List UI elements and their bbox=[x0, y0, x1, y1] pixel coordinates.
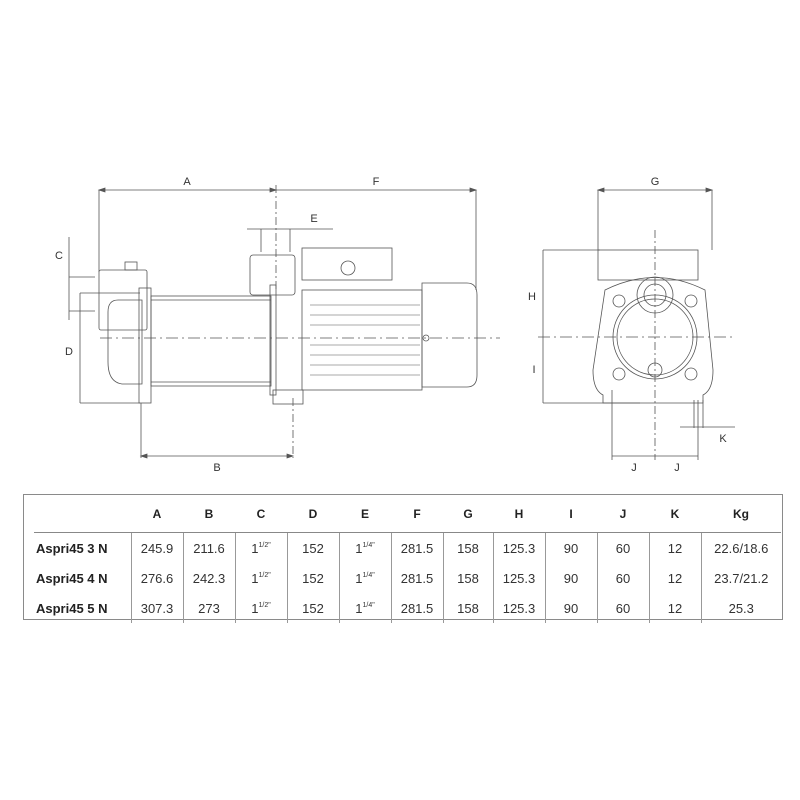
label-K: K bbox=[719, 433, 727, 445]
header-E: E bbox=[339, 495, 391, 533]
model-name: Aspri45 4 N bbox=[36, 570, 108, 586]
header-model bbox=[34, 495, 131, 533]
cell-A: 276.6 bbox=[130, 563, 183, 593]
dim-C bbox=[68, 237, 95, 320]
cell-I: 90 bbox=[544, 532, 597, 563]
cell-E: 11/4" bbox=[338, 532, 391, 563]
header-G: G bbox=[443, 495, 493, 533]
dim-G bbox=[596, 187, 714, 250]
header-K: K bbox=[649, 495, 701, 533]
label-F: F bbox=[373, 176, 380, 188]
cell-F: 281.5 bbox=[390, 593, 443, 623]
label-I: I bbox=[532, 364, 535, 376]
dimensions-table-frame: A B C D E F G H I J K Kg Aspri45 3 N 245… bbox=[23, 494, 783, 623]
cell-E: 11/4" bbox=[338, 563, 391, 593]
model-name: Aspri45 5 N bbox=[36, 600, 108, 616]
header-I: I bbox=[545, 495, 597, 533]
pump-front-view bbox=[592, 249, 714, 404]
cell-H: 125.3 bbox=[492, 532, 545, 563]
table-row: Aspri45 5 N 307.3 273 11/2" 152 11/4" 28… bbox=[34, 593, 781, 623]
cell-A: 307.3 bbox=[130, 593, 183, 623]
cell-G: 158 bbox=[442, 563, 493, 593]
dim-J bbox=[611, 390, 699, 460]
dim-D bbox=[79, 292, 140, 404]
cell-D: 152 bbox=[286, 563, 339, 593]
label-C: C bbox=[55, 250, 63, 262]
label-D: D bbox=[65, 346, 73, 358]
cell-E: 11/4" bbox=[338, 593, 391, 623]
cell-H: 125.3 bbox=[492, 563, 545, 593]
cell-B: 242.3 bbox=[182, 563, 235, 593]
cell-C: 11/2" bbox=[234, 532, 287, 563]
cell-C: 11/2" bbox=[234, 563, 287, 593]
cell-A: 245.9 bbox=[130, 532, 183, 563]
cell-Kg: 25.3 bbox=[700, 593, 781, 623]
table-row: Aspri45 3 N 245.9 211.6 11/2" 152 11/4" … bbox=[34, 532, 781, 563]
label-J-right: J bbox=[674, 462, 680, 474]
cell-H: 125.3 bbox=[492, 593, 545, 623]
dim-B bbox=[139, 398, 295, 459]
label-A: A bbox=[183, 176, 191, 188]
cell-K: 12 bbox=[648, 532, 701, 563]
header-Kg: Kg bbox=[701, 495, 781, 533]
cell-J: 60 bbox=[596, 593, 649, 623]
cell-D: 152 bbox=[286, 532, 339, 563]
header-D: D bbox=[287, 495, 339, 533]
header-F: F bbox=[391, 495, 443, 533]
cell-C: 11/2" bbox=[234, 593, 287, 623]
cell-G: 158 bbox=[442, 532, 493, 563]
cell-J: 60 bbox=[596, 563, 649, 593]
cell-D: 152 bbox=[286, 593, 339, 623]
cell-J: 60 bbox=[596, 532, 649, 563]
label-J-left: J bbox=[631, 462, 637, 474]
dim-E bbox=[247, 228, 333, 252]
cell-B: 211.6 bbox=[182, 532, 235, 563]
cell-I: 90 bbox=[544, 563, 597, 593]
dim-F bbox=[276, 187, 478, 290]
label-B: B bbox=[213, 462, 220, 474]
cell-G: 158 bbox=[442, 593, 493, 623]
label-G: G bbox=[651, 176, 660, 188]
label-E: E bbox=[310, 213, 317, 225]
pump-side-view bbox=[98, 247, 478, 405]
cell-I: 90 bbox=[544, 593, 597, 623]
model-name: Aspri45 3 N bbox=[36, 540, 108, 556]
header-A: A bbox=[131, 495, 183, 533]
header-B: B bbox=[183, 495, 235, 533]
cell-Kg: 22.6/18.6 bbox=[700, 532, 781, 563]
cell-K: 12 bbox=[648, 563, 701, 593]
pump-dimension-drawing: A F E C D B G H I J J K bbox=[55, 176, 735, 474]
header-J: J bbox=[597, 495, 649, 533]
label-H: H bbox=[528, 291, 536, 303]
cell-F: 281.5 bbox=[390, 532, 443, 563]
cell-Kg: 23.7/21.2 bbox=[700, 563, 781, 593]
header-H: H bbox=[493, 495, 545, 533]
table-row: Aspri45 4 N 276.6 242.3 11/2" 152 11/4" … bbox=[34, 563, 781, 593]
cell-K: 12 bbox=[648, 593, 701, 623]
dim-K bbox=[680, 400, 735, 428]
cell-F: 281.5 bbox=[390, 563, 443, 593]
cell-B: 273 bbox=[182, 593, 235, 623]
table-header-row: A B C D E F G H I J K Kg bbox=[34, 495, 781, 533]
dimensions-table: A B C D E F G H I J K Kg Aspri45 3 N 245… bbox=[34, 495, 781, 623]
dim-H-I bbox=[542, 249, 640, 404]
dim-A bbox=[97, 187, 278, 272]
header-C: C bbox=[235, 495, 287, 533]
